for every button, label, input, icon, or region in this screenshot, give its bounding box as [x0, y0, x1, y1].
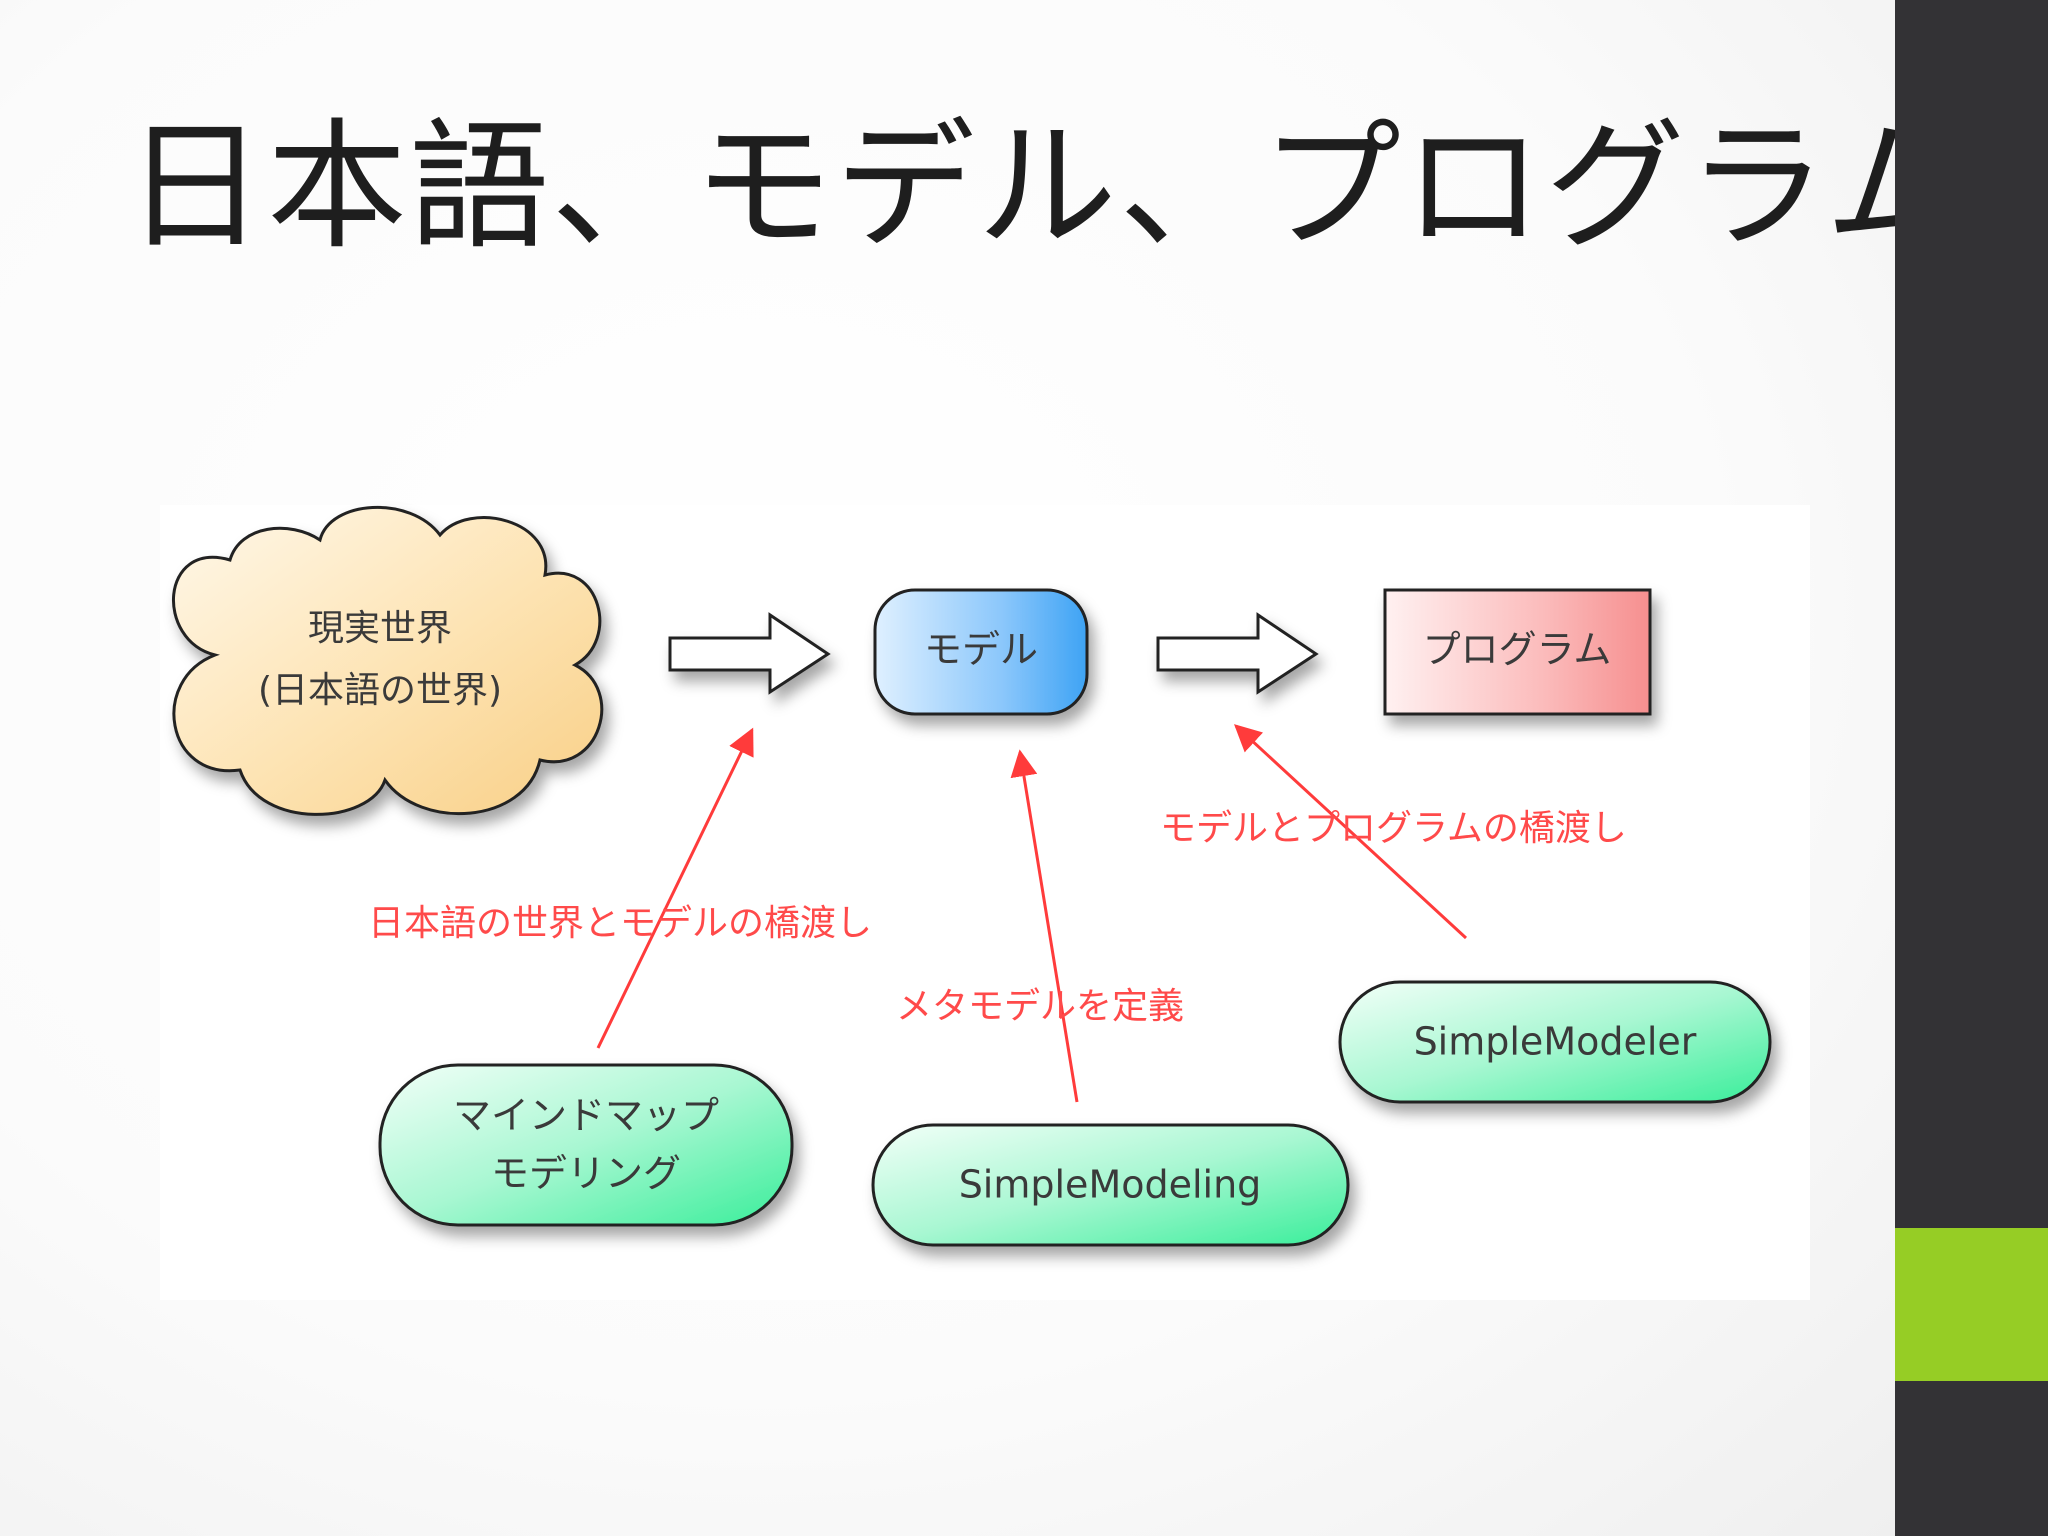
program-label: プログラム — [1423, 628, 1612, 672]
annotation-model-to-program: モデルとプログラムの橋渡し — [1160, 808, 1627, 849]
real-world-cloud: 現実世界 (日本語の世界) — [172, 506, 604, 816]
diagram: 現実世界 (日本語の世界) モデル プログラム 日本語の世界とモデルの橋渡し メ… — [172, 506, 1772, 1247]
simple-modeling-node: SimpleModeling — [871, 1123, 1350, 1247]
mindmap-modeling-line2: モデリング — [491, 1152, 681, 1196]
red-arrow-simplemodeling-to-model — [1010, 749, 1079, 1103]
slide-sidebar — [1895, 0, 2048, 1536]
model-node: モデル — [873, 588, 1089, 716]
program-node: プログラム — [1383, 588, 1652, 716]
real-world-line2: (日本語の世界) — [258, 670, 502, 711]
simple-modeling-label: SimpleModeling — [959, 1163, 1262, 1207]
sidebar-accent-block — [1895, 1228, 2048, 1381]
real-world-line1: 現実世界 — [308, 608, 452, 649]
hollow-arrow-to-program — [1156, 612, 1319, 695]
hollow-arrow-to-model — [668, 612, 831, 695]
red-arrow-simplemodeler-to-bridge — [1234, 724, 1468, 940]
mindmap-modeling-node: マインドマップ モデリング — [378, 1063, 794, 1227]
annotation-define-metamodel: メタモデルを定義 — [896, 986, 1184, 1027]
red-arrow-mindmap-to-bridge — [596, 727, 754, 1049]
simple-modeler-node: SimpleModeler — [1338, 980, 1772, 1104]
model-label: モデル — [924, 628, 1038, 672]
simple-modeler-label: SimpleModeler — [1414, 1020, 1697, 1064]
annotation-japanese-to-model: 日本語の世界とモデルの橋渡し — [368, 903, 872, 944]
mindmap-modeling-line1: マインドマップ — [453, 1094, 719, 1138]
slide-title: 日本語、モデル、プログラム — [125, 106, 1967, 269]
